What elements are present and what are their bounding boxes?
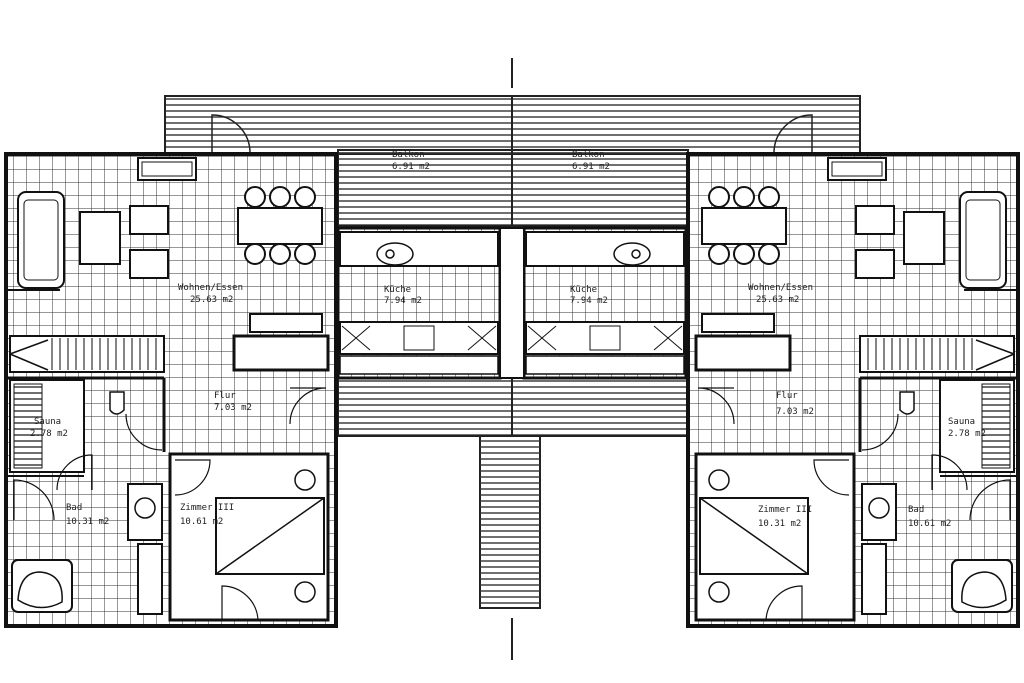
kitchen-right-area: 7.94 m2 bbox=[570, 296, 608, 306]
kitchen-left bbox=[336, 226, 502, 380]
balcony-left-area: 6.91 m2 bbox=[392, 162, 430, 172]
bath-right-label: Bad bbox=[908, 505, 924, 515]
sauna-left bbox=[9, 379, 85, 473]
bath-right-area: 10.61 m2 bbox=[908, 519, 951, 529]
central-walkway bbox=[337, 377, 689, 437]
room-left bbox=[168, 452, 330, 622]
sauna-right-label: Sauna bbox=[948, 417, 975, 427]
hall-right-label: Flur bbox=[776, 391, 798, 401]
room-left-label: Zimmer III bbox=[180, 503, 234, 513]
coffee-table-icon bbox=[79, 211, 121, 265]
kitchen-left-area: 7.94 m2 bbox=[384, 296, 422, 306]
kitchen-right bbox=[522, 226, 688, 380]
bath-left-area: 10.31 m2 bbox=[66, 517, 109, 527]
armchair-icon bbox=[129, 205, 169, 235]
armchair-icon bbox=[129, 249, 169, 279]
bath-left-label: Bad bbox=[66, 503, 82, 513]
living-left-area: 25.63 m2 bbox=[190, 295, 233, 305]
living-right-label: Wohnen/Essen bbox=[748, 283, 813, 293]
hall-right-area: 7.03 m2 bbox=[776, 407, 814, 417]
sink-icon bbox=[134, 497, 156, 519]
balcony-right-area: 6.91 m2 bbox=[572, 162, 610, 172]
radiator-icon bbox=[137, 157, 197, 181]
unit-right bbox=[686, 152, 1020, 628]
room-right-area: 10.31 m2 bbox=[758, 519, 801, 529]
room-left-area: 10.61 m2 bbox=[180, 517, 223, 527]
entrance-stair bbox=[479, 435, 541, 609]
kitchen-left-label: Küche bbox=[384, 285, 411, 295]
hob-icon bbox=[376, 242, 414, 266]
sauna-left-area: 2.78 m2 bbox=[30, 429, 68, 439]
sauna-left-label: Sauna bbox=[34, 417, 61, 427]
room-right-label: Zimmer III bbox=[758, 505, 812, 515]
balcony-deck bbox=[164, 95, 861, 227]
hall-left-area: 7.03 m2 bbox=[214, 403, 252, 413]
sofa-icon bbox=[17, 191, 65, 289]
unit-left bbox=[4, 152, 338, 628]
hall-left-label: Flur bbox=[214, 391, 236, 401]
kitchen-right-label: Küche bbox=[570, 285, 597, 295]
sauna-right-area: 2.78 m2 bbox=[948, 429, 986, 439]
living-left-label: Wohnen/Essen bbox=[178, 283, 243, 293]
living-right-area: 25.63 m2 bbox=[756, 295, 799, 305]
dining-table-icon bbox=[237, 186, 323, 265]
balcony-right-label: Balkon bbox=[572, 150, 605, 160]
stairs-icon bbox=[9, 335, 165, 373]
balcony-left-label: Balkon bbox=[392, 150, 425, 160]
